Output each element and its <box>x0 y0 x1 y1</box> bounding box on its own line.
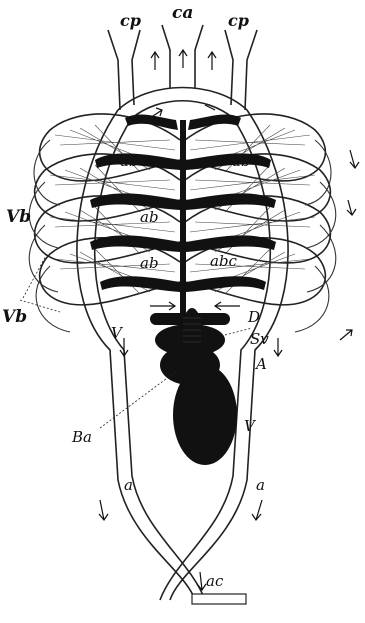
label-cp-left: cp <box>120 11 141 30</box>
label-vb-1: Vb <box>6 207 31 227</box>
label-ab-1-left: ab <box>120 152 139 170</box>
label-ab-3: ab <box>140 254 159 272</box>
ventricle <box>173 365 237 465</box>
label-a-atrium: A <box>254 355 267 373</box>
label-ba: Ba <box>71 428 92 446</box>
label-ab-2: ab <box>140 208 159 226</box>
label-cp-right: cp <box>228 11 249 30</box>
label-sv: Sv <box>250 330 269 348</box>
label-abc: abc <box>210 252 238 270</box>
bulbus-arteriosus <box>182 308 202 356</box>
label-vb-2: Vb <box>2 307 27 327</box>
heart <box>150 308 237 465</box>
label-v-ventricle: V <box>244 417 257 435</box>
label-d: D <box>247 308 260 326</box>
gill-arches-right <box>185 114 336 332</box>
label-ab-1-right: ab <box>232 152 251 170</box>
labels: cp ca cp ab ab ab ab abc Vb Vb D Sv V A … <box>2 3 269 590</box>
label-ac: ac <box>206 572 224 590</box>
label-ca: ca <box>172 3 193 23</box>
label-v-left: V <box>111 324 124 342</box>
label-a-left: a <box>124 476 133 494</box>
label-a-right: a <box>256 476 265 494</box>
